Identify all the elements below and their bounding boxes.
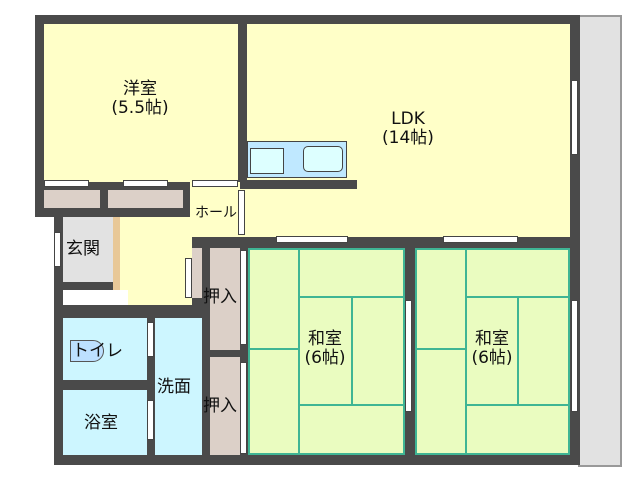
entrance-door: [54, 232, 61, 267]
sliding-door-closet-upper: [240, 250, 247, 345]
sliding-door-japanese: [405, 300, 412, 412]
label-japanese-2: 和室(6帖): [457, 330, 527, 368]
room-size: (6帖): [304, 348, 346, 368]
label-closet-upper: 押入: [203, 287, 237, 307]
hall-lower: [137, 217, 192, 305]
tatami-mat: [248, 248, 300, 350]
label-bath: 浴室: [84, 413, 118, 433]
label-ldk: LDK(14帖): [358, 110, 458, 148]
label-closet-lower: 押入: [203, 396, 237, 416]
room-size: (6帖): [471, 348, 513, 368]
sliding-door-closet-lower: [240, 362, 247, 454]
room-name: 和室: [475, 329, 509, 349]
japanese-room-2: [415, 248, 570, 455]
balcony: [578, 15, 622, 467]
tatami-mat: [415, 248, 467, 350]
tatami-mat: [298, 404, 405, 455]
western-closet-2: [108, 190, 183, 208]
ldk-room: [247, 24, 570, 237]
label-japanese-1: 和室(6帖): [290, 330, 360, 368]
bath: [63, 390, 147, 455]
label-western: 洋室(5.5帖): [90, 80, 190, 118]
label-entrance: 玄関: [66, 239, 100, 259]
room-name: LDK: [391, 109, 425, 129]
room-name: 洋室: [123, 79, 157, 99]
hall-corridor: [190, 182, 247, 237]
room-size: (14帖): [382, 128, 434, 148]
shoe-storage: [63, 290, 128, 305]
stove-icon: [250, 148, 284, 174]
window-japanese-2-east: [571, 300, 578, 412]
entrance-step: [113, 217, 120, 305]
tatami-mat: [298, 248, 405, 298]
door-hall-ldk: [238, 190, 245, 235]
toilet-fixture-icon: [70, 340, 104, 362]
entrance: [63, 217, 113, 282]
label-toilet: トイレ: [72, 341, 123, 361]
hall-storage: [192, 248, 202, 298]
door-closet-1: [44, 180, 89, 187]
door-closet-2: [123, 180, 168, 187]
window-ldk-east: [571, 80, 578, 155]
tatami-mat: [465, 248, 570, 298]
closet-lower: [210, 357, 240, 455]
room-name: 和室: [308, 329, 342, 349]
western-room: [44, 24, 238, 182]
door-hall-storage: [185, 258, 192, 298]
window-japanese-2-north: [443, 236, 518, 243]
label-hall: ホール: [195, 205, 237, 221]
door-toilet: [147, 322, 154, 357]
tatami-mat: [465, 404, 570, 455]
counter-wall: [240, 180, 357, 189]
door-western: [192, 180, 238, 187]
window-japanese-1-north: [276, 236, 348, 243]
japanese-room-1: [248, 248, 405, 455]
label-washroom: 洗面: [157, 377, 191, 397]
room-size: (5.5帖): [111, 98, 169, 118]
western-closet-1: [44, 190, 100, 208]
door-bath: [147, 400, 154, 440]
washroom: [155, 318, 202, 455]
closet-upper: [210, 248, 240, 350]
sink-icon: [303, 146, 343, 172]
